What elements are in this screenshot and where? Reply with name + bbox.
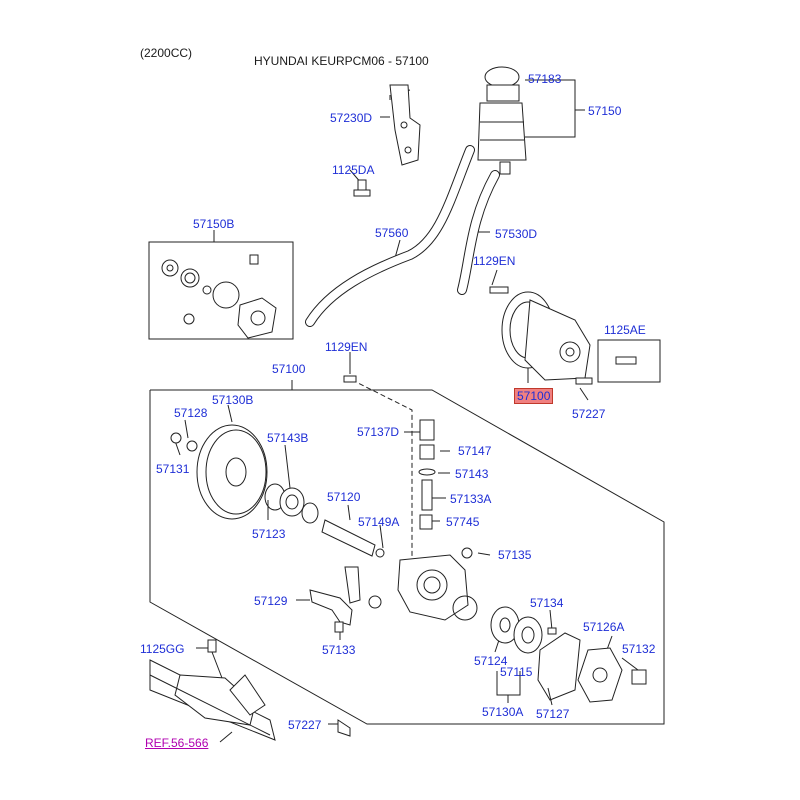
part-label-57227-bottom[interactable]: 57227 <box>288 718 322 732</box>
part-label-1125ae[interactable]: 1125AE <box>604 323 646 337</box>
part-label-57128[interactable]: 57128 <box>174 406 208 420</box>
kit-57150b-box <box>148 241 294 340</box>
part-label-57120[interactable]: 57120 <box>327 490 361 504</box>
part-label-1129en-left[interactable]: 1129EN <box>325 340 368 354</box>
reference-link[interactable]: REF.56-566 <box>145 736 209 750</box>
part-label-57745[interactable]: 57745 <box>446 515 480 529</box>
part-label-1125da[interactable]: 1125DA <box>332 163 375 177</box>
part-label-57143b[interactable]: 57143B <box>267 431 309 445</box>
diagram-title: HYUNDAI KEURPCM06 - 57100 <box>254 54 429 68</box>
part-label-57147[interactable]: 57147 <box>458 444 492 458</box>
part-label-57134[interactable]: 57134 <box>530 596 564 610</box>
part-label-1129en-top[interactable]: 1129EN <box>473 254 516 268</box>
part-label-57130b[interactable]: 57130B <box>212 393 254 407</box>
part-label-57123[interactable]: 57123 <box>252 527 286 541</box>
part-label-57132[interactable]: 57132 <box>622 642 656 656</box>
part-label-57143[interactable]: 57143 <box>455 467 489 481</box>
part-label-57133[interactable]: 57133 <box>322 643 356 657</box>
part-label-57124[interactable]: 57124 <box>474 654 508 668</box>
kit-1125ae-box <box>597 339 661 383</box>
part-label-57130a[interactable]: 57130A <box>482 705 524 719</box>
assembly-outline <box>149 389 665 725</box>
part-label-57131[interactable]: 57131 <box>156 462 190 476</box>
part-label-57560[interactable]: 57560 <box>375 226 409 240</box>
part-label-57126a[interactable]: 57126A <box>583 620 625 634</box>
engine-label: (2200CC) <box>140 46 193 60</box>
part-label-57133a[interactable]: 57133A <box>450 492 492 506</box>
part-label-57115[interactable]: 57115 <box>500 665 533 679</box>
part-label-57230d[interactable]: 57230D <box>330 111 373 125</box>
part-label-57150[interactable]: 57150 <box>588 104 622 118</box>
part-label-57100-selected[interactable]: 57100 <box>514 388 554 404</box>
part-label-57149a[interactable]: 57149A <box>358 515 400 529</box>
part-label-57530d[interactable]: 57530D <box>495 227 538 241</box>
part-label-57100[interactable]: 57100 <box>272 362 306 376</box>
bracket-drawing <box>389 84 421 166</box>
part-label-57127[interactable]: 57127 <box>536 707 570 721</box>
part-label-57137d[interactable]: 57137D <box>357 425 400 439</box>
part-label-1125gg[interactable]: 1125GG <box>140 642 185 656</box>
part-label-57183[interactable]: 57183 <box>528 72 562 86</box>
pulley-drawing <box>170 424 268 520</box>
part-label-57150b[interactable]: 57150B <box>193 217 235 231</box>
part-label-57129[interactable]: 57129 <box>254 594 288 608</box>
steering-gear-drawing <box>149 639 351 741</box>
part-label-57227-top[interactable]: 57227 <box>572 407 606 421</box>
reservoir-drawing <box>477 66 527 175</box>
part-label-57135[interactable]: 57135 <box>498 548 532 562</box>
pump-assembly-drawing <box>343 286 637 385</box>
